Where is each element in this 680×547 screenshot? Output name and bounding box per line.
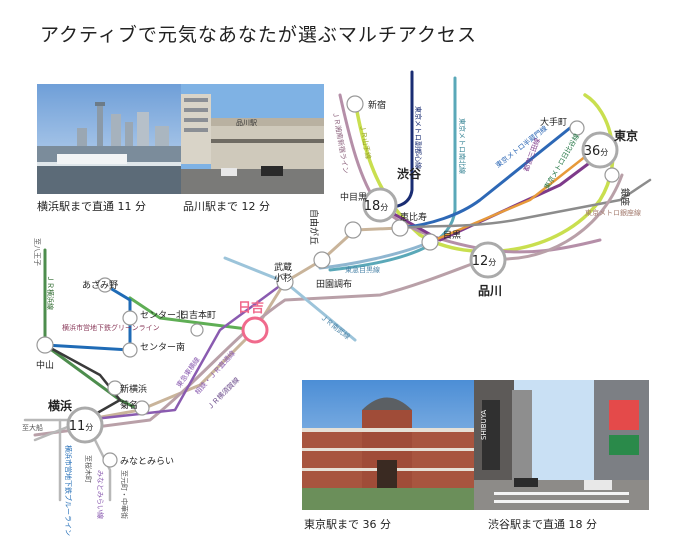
hub-shinagawa-name: 品川: [478, 284, 502, 298]
hub-shibuya-ring: [362, 187, 398, 223]
line-tokyu-meguro: [318, 240, 432, 270]
page-title: アクティブで元気なあなたが選ぶマルチアクセス: [40, 24, 477, 46]
station-shinjuku: 新宿: [368, 99, 386, 111]
label-to-sakuragicho: 至桜木町: [84, 455, 93, 483]
shinagawa-station-image: 品川駅: [181, 84, 324, 194]
station-center-minami-dot: [122, 342, 138, 358]
line-jr-shonan: [338, 93, 602, 254]
hub-tokyo-minutes: 36分: [584, 144, 609, 159]
station-jiyugaoka: 自由が丘: [308, 209, 320, 245]
station-denenchofu: 田園調布: [316, 278, 352, 290]
caption-yokohama: 横浜駅まで直通 11 分: [37, 200, 146, 213]
yokohama-skyline-photo: [37, 84, 182, 194]
station-kikuna-dot: [134, 400, 150, 416]
caption-shinagawa: 品川駅まで 12 分: [183, 200, 270, 213]
station-jiyugaoka-dot: [313, 251, 331, 269]
station-minatomirai-dot: [102, 452, 118, 468]
station-nakameguro-dot: [344, 221, 362, 239]
station-nakayama: 中山: [36, 359, 54, 371]
station-meguro: 目黒: [443, 230, 461, 241]
line-jr-yokosuka: [33, 173, 624, 437]
label-to-hachioji: 至八王子: [33, 238, 41, 266]
line-metro-hibiya: [398, 178, 652, 230]
station-otemachi-dot: [569, 120, 585, 136]
line-metro-ginza: [428, 143, 602, 244]
label-tokyu-meguro: 東急目黒線: [345, 265, 380, 274]
station-musashikosugi: 武蔵小杉: [274, 261, 292, 284]
label-jr-yamanote: ＪＲ山手線: [358, 124, 373, 160]
station-otemachi: 大手町: [540, 116, 567, 128]
hub-yokohama-name: 横浜: [48, 398, 72, 413]
label-minatomirai-line: みなとみらい線: [96, 470, 105, 519]
hub-hiyoshi-ring: [241, 316, 269, 344]
line-jr-yokohama: [43, 248, 142, 412]
station-azamino-dot: [97, 277, 113, 293]
label-municipal-green: 横浜市営地下鉄グリーンライン: [62, 323, 160, 332]
shibuya-crossing-photo: SHIBUYA: [474, 380, 649, 510]
hub-shinagawa-minutes: 12分: [472, 254, 497, 269]
caption-tokyo: 東京駅まで 36 分: [304, 518, 391, 531]
station-shinyokohama-dot: [107, 380, 123, 396]
station-shinyokohama: 新横浜: [120, 383, 147, 395]
label-to-motomachi: 至元町・中華街: [120, 470, 129, 519]
label-metro-fukutoshin: 東京メトロ副都心線: [414, 106, 423, 169]
station-musashikosugi-dot: [276, 273, 294, 291]
station-ginza-dot: [604, 167, 620, 183]
station-center-kita: センター北: [140, 310, 185, 321]
tokyo-station-image: [302, 380, 474, 510]
label-metro-ginza: 東京メトロ銀座線: [585, 208, 641, 217]
station-nakameguro: 中目黒: [340, 191, 367, 203]
station-hiyoshihoncho: 日吉本町: [180, 309, 216, 321]
hub-tokyo-name: 東京: [614, 128, 638, 143]
station-ebisu-dot: [391, 219, 409, 237]
shibuya-store-sign: SHIBUYA: [480, 410, 488, 440]
label-jr-yokohama: ＪＲ横浜線: [46, 275, 55, 310]
station-nakayama-dot: [36, 336, 54, 354]
station-meguro-dot: [421, 233, 439, 251]
tokyo-station-photo: [302, 380, 474, 510]
shinagawa-station-photo: 品川駅: [181, 84, 324, 194]
yokohama-skyline-image: [37, 84, 182, 194]
label-to-ofuna: 至大船: [22, 423, 43, 432]
label-metro-hanzomon: 東京メトロ半蔵門線: [494, 124, 549, 170]
line-purple: [83, 280, 287, 422]
shinagawa-building-sign: 品川駅: [236, 119, 257, 127]
label-metro-namboku: 東京メトロ南北線: [458, 118, 467, 174]
hub-shibuya-minutes: 18分: [364, 199, 389, 214]
station-ebisu: 恵比寿: [400, 211, 427, 223]
station-minatomirai: みなとみらい: [120, 456, 174, 467]
station-shinjuku-dot: [346, 95, 364, 113]
caption-shibuya: 渋谷駅まで直通 18 分: [488, 518, 597, 531]
station-center-minami: センター南: [140, 341, 185, 353]
line-metro-fukutoshin: [376, 70, 414, 209]
shibuya-crossing-image: SHIBUYA: [474, 380, 649, 510]
hub-yokohama-minutes: 11分: [69, 419, 94, 434]
hub-shinagawa-ring: [469, 241, 507, 279]
hub-shibuya-name: 渋谷: [397, 166, 422, 181]
station-center-kita-dot: [122, 310, 138, 326]
label-jr-shonan: ＪＲ湘南新宿ライン: [331, 111, 351, 175]
hub-hiyoshi-name: 日吉: [238, 301, 264, 316]
hub-yokohama-ring: [66, 406, 104, 444]
label-jr-nambu: ＪＲ南武線: [319, 312, 352, 341]
station-hiyoshihoncho-dot: [190, 323, 204, 337]
hub-tokyo-ring: [581, 131, 619, 169]
label-municipal-blue: 横浜市営地下鉄ブルーライン: [64, 445, 73, 536]
line-municipal-blue: [43, 283, 132, 352]
station-azamino: あざみ野: [82, 279, 118, 291]
station-ginza: 銀座: [619, 188, 631, 206]
station-kikuna: 菊名: [120, 399, 138, 411]
